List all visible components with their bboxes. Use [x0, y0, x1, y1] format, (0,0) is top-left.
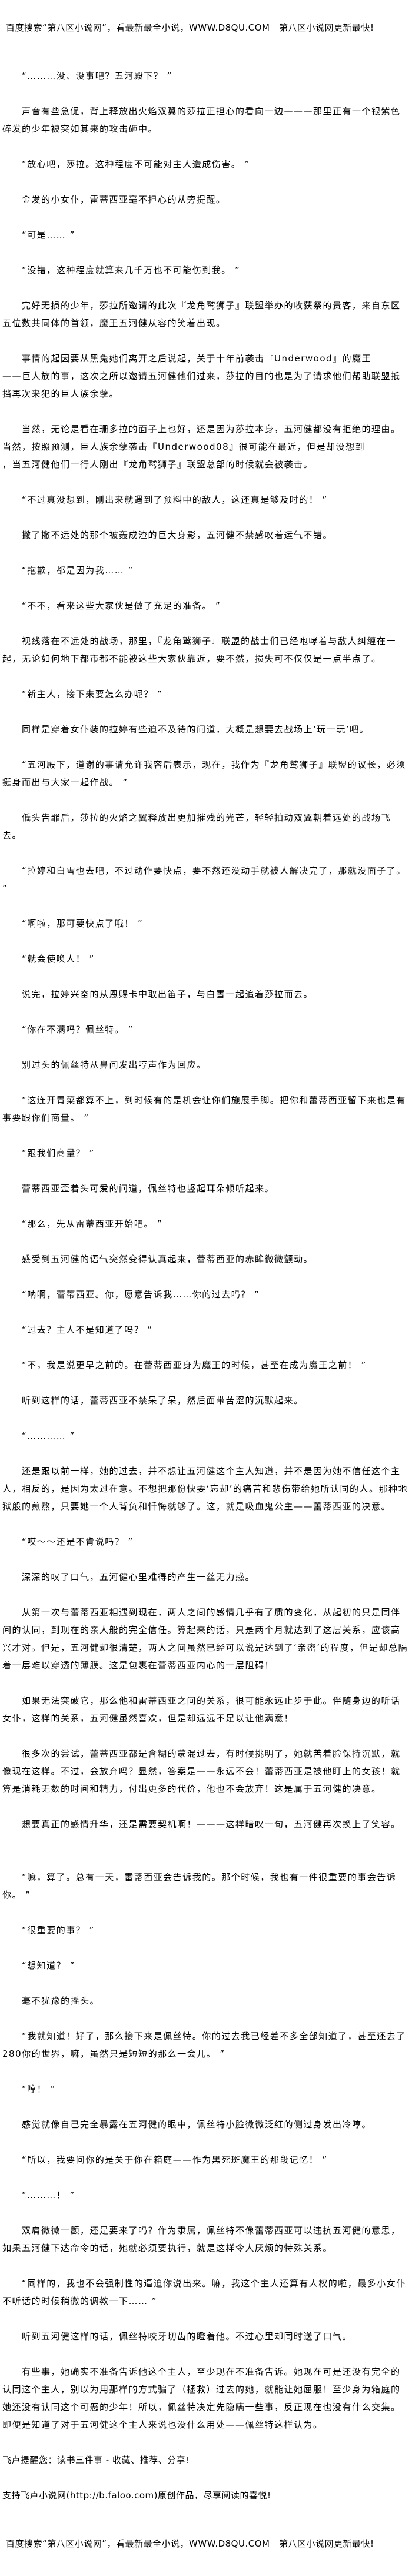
story-paragraph: 事情的起因要从黑兔她们离开之后说起，关于十年前袭击『Underwood』的魔王 …: [2, 353, 401, 399]
story-paragraph: “啊啦，那可要快点了哦！ ”: [22, 918, 144, 929]
story-paragraph: 感受到五河健的语气突然变得认真起来，蕾蒂西亚的赤眸微微颤动。: [22, 1254, 314, 1264]
story-paragraph: 听到这样的话，蕾蒂西亚不禁呆了呆，然后面带苦涩的沉默起来。: [22, 1395, 304, 1406]
story-paragraph: 很多次的尝试，蕾蒂西亚都是含糊的蒙混过去，有时候挑明了，她就苦着脸保持沉默，就像…: [2, 1748, 401, 1794]
support-note: 支持飞卢小说网(http://b.faloo.com)原创作品，尽享阅读的喜悦!: [2, 2490, 271, 2501]
story-paragraph: 想要真正的感情升华，还是需要契机啊！———这样暗叹一句，五河健再次换上了笑容。: [22, 1819, 401, 1830]
story-paragraph: 毫不犹豫的摇头。: [22, 1996, 100, 2006]
story-paragraph: 当然，无论是看在珊多拉的面子上也好，还是因为莎拉本身，五河健都没有拒绝的理由。当…: [2, 424, 401, 470]
reminder-note: 飞卢提醒您：读书三件事 - 收藏、推荐、分享!: [2, 2455, 190, 2465]
header-banner: 百度搜索“第八区小说网”，看最新最全小说，WWW.D8QU.COM 第八区小说网…: [6, 22, 374, 33]
story-paragraph: “哎～～还是不肯说吗？ ”: [22, 1536, 134, 1547]
story-paragraph: “想知道？ ”: [22, 1960, 75, 1971]
story-paragraph: “………！ ”: [22, 2190, 75, 2200]
story-paragraph: 双肩微微一颤，还是要来了吗？作为隶属，佩丝特不像蕾蒂西亚可以违抗五河健的意思，如…: [2, 2225, 401, 2253]
story-paragraph: 如果无法突破它，那么他和雷蒂西亚之间的关系，很可能永远止步于此。伴随身边的听话女…: [2, 1695, 401, 1724]
story-paragraph: “放心吧，莎拉。这种程度不可能对主人造成伤害。 ”: [22, 159, 250, 170]
story-paragraph: “过去？主人不是知道了吗？ ”: [22, 1324, 153, 1335]
story-paragraph: “………… ”: [22, 1430, 75, 1441]
story-paragraph: “不不，看来这些大家伙是做了充足的准备。 ”: [22, 600, 221, 611]
story-paragraph: 还是跟以前一样，她的过去，并不想让五河健这个主人知道，并不是因为她不信任这个主人…: [2, 1466, 408, 1512]
story-paragraph: 同样是穿着女仆装的拉婷有些迫不及待的问道，大概是想要去战场上‘玩一玩’吧。: [22, 724, 370, 735]
story-paragraph: “不，我是说更早之前的。在蕾蒂西亚身为魔王的时候，甚至在成为魔王之前！ ”: [22, 1360, 367, 1370]
footer-banner: 百度搜索“第八区小说网”，看最新最全小说，WWW.D8QU.COM 第八区小说网…: [6, 2538, 374, 2549]
story-paragraph: “新主人，接下来要怎么办呢？ ”: [22, 689, 163, 699]
story-paragraph: “可是…… ”: [22, 230, 75, 240]
story-paragraph: 听到五河健这样的话，佩丝特咬牙切齿的瞪着他。不过心里却同时送了口气。: [22, 2331, 353, 2342]
story-paragraph: 从第一次与蕾蒂西亚相遇到现在，两人之间的感情几乎有了质的变化，从起初的只是同伴间…: [2, 1607, 408, 1671]
story-paragraph: 金发的小女仆，雷蒂西亚毫不担心的从旁提醒。: [22, 194, 226, 205]
story-paragraph: 有些事，她确实不准备告诉他这个主人，至少现在不准备告诉。她现在可是还没有完全的认…: [2, 2366, 401, 2430]
story-paragraph: 蕾蒂西亚歪着头可爱的问道，佩丝特也竖起耳朵倾听起来。: [22, 1183, 275, 1194]
story-paragraph: 深深的叹了口气，五河健心里难得的产生一丝无力感。: [22, 1572, 255, 1582]
chapter-body: “………没、没事吧？五河殿下？ ” 声音有些急促，背上释放出火焰双翼的莎拉正担心的…: [2, 67, 410, 2434]
story-paragraph: “嘛，算了。总有一天，雷蒂西亚会告诉我的。那个时候，我也有一件很重要的事会告诉你…: [2, 1872, 397, 1900]
story-paragraph: “哼！ ”: [22, 2084, 56, 2094]
story-paragraph: “所以，我要问你的是关于你在箱庭——作为黑死斑魔王的那段记忆！ ”: [22, 2155, 328, 2165]
story-paragraph: “五河殿下，道谢的事请允许我容后表示，现在，我作为『龙角鹫狮子』联盟的议长，必须…: [2, 759, 406, 788]
story-paragraph: “就会使唤人！ ”: [22, 954, 95, 964]
story-paragraph: “跟我们商量？ ”: [22, 1148, 95, 1158]
story-paragraph: “这连开胃菜都算不上，到时候有的是机会让你们施展手脚。把你和蕾蒂西亚留下来也是有…: [2, 1095, 406, 1123]
story-paragraph: “很重要的事？ ”: [22, 1925, 95, 1936]
story-paragraph: “不过真没想到，刚出来就遇到了预料中的敌人，这还真是够及时的！ ”: [22, 494, 328, 505]
story-paragraph: 感觉就像自己完全暴露在五河健的眼中，佩丝特小脸微微泛红的侧过身发出冷哼。: [22, 2119, 372, 2130]
story-paragraph: 视线落在不远处的战场，那里，『龙角鹫狮子』联盟的战士们已经咆哮着与敌人纠缠在一起…: [2, 636, 397, 664]
story-paragraph: “没错，这种程度就算来几千万也不可能伤到我。 ”: [22, 265, 241, 275]
story-paragraph: “我就知道！好了，那么接下来是佩丝特。你的过去我已经差不多全部知道了，甚至还去了…: [2, 2031, 406, 2059]
story-paragraph: “抱歉，都是因为我…… ”: [22, 565, 134, 576]
story-paragraph: 别过头的佩丝特从鼻间发出哼声作为回应。: [22, 1060, 207, 1070]
story-paragraph: 说完，拉婷兴奋的从恩赐卡中取出笛子，与白雪一起追着莎拉而去。: [22, 989, 314, 1000]
story-paragraph: “拉婷和白雪也去吧，不过动作要快点，要不然还没动手就被人解决完了，那就没面子了。…: [2, 865, 406, 894]
story-paragraph: “那么，先从雷蒂西亚开始吧。 ”: [22, 1219, 163, 1229]
story-paragraph: 低头告罪后，莎拉的火焰之翼释放出更加摧残的光芒，轻轻拍动双翼朝着远处的战场飞去。: [2, 812, 391, 841]
story-paragraph: “………没、没事吧？五河殿下？ ”: [22, 71, 172, 81]
story-paragraph: 撇了撇不远处的那个被轰成渣的巨大身影，五河健不禁感叹着运气不错。: [22, 530, 333, 540]
story-paragraph: “同样的，我也不会强制性的逼迫你说出来。嘛，我这个主人还算有人权的啦，最多小女仆…: [2, 2278, 406, 2306]
story-paragraph: “你在不满吗？佩丝特。 ”: [22, 1024, 134, 1035]
story-paragraph: 完好无损的少年，莎拉所邀请的此次『龙角鹫狮子』联盟举办的收获祭的贵客，来自东区五…: [2, 300, 401, 328]
story-paragraph: “呐啊，蕾蒂西亚。你，愿意告诉我……你的过去吗？ ”: [22, 1289, 260, 1300]
story-paragraph: 声音有些急促，背上释放出火焰双翼的莎拉正担心的看向一边———那里正有一个银紫色碎…: [2, 106, 401, 134]
